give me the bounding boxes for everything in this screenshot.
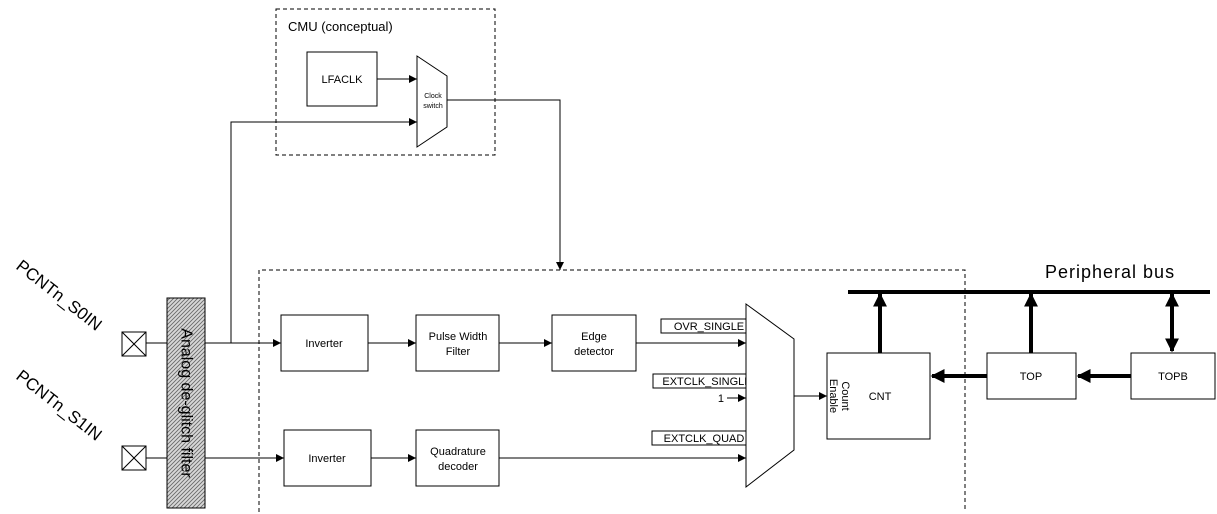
clock-switch-label-2: switch [423, 103, 443, 110]
inverter-top-label: Inverter [305, 338, 343, 350]
pin-s0-label: PCNTn_S0IN [13, 256, 106, 334]
pcnt-region [258, 269, 966, 512]
lfaclk-label: LFACLK [322, 74, 364, 86]
extclk-quad-label: EXTCLK_QUAD [664, 433, 745, 445]
cmu-title: CMU (conceptual) [288, 19, 393, 34]
pin-s1-label: PCNTn_S1IN [13, 366, 106, 444]
mux-input-extclk-single: EXTCLK_SINGLE [652, 373, 762, 389]
deglitch-filter: Analog de-glitch filter [166, 297, 206, 509]
pin-s0: PCNTn_S0IN [13, 256, 147, 357]
count-enable-label-2: Enable [827, 379, 839, 413]
mux-input-extclk-quad: EXTCLK_QUAD [651, 430, 758, 446]
deglitch-filter-label: Analog de-glitch filter [178, 328, 195, 478]
pin-s1: PCNTn_S1IN [13, 366, 147, 471]
top-block: TOP [986, 352, 1077, 400]
clock-switch: Clock switch [416, 55, 448, 148]
quadrature-decoder-label-2: decoder [438, 461, 478, 473]
pulse-width-filter-label-1: Pulse Width [429, 331, 488, 343]
s0-to-clock-switch-wire [230, 118, 417, 343]
ovr-single-label: OVR_SINGLE [674, 321, 744, 333]
quadrature-decoder-block: Quadrature decoder [415, 429, 500, 487]
inverter-bottom-label: Inverter [308, 453, 346, 465]
clock-switch-label-1: Clock [424, 93, 442, 100]
const-one-label: 1 [718, 393, 724, 405]
edge-detector-label-1: Edge [581, 331, 607, 343]
extclk-single-label: EXTCLK_SINGLE [662, 376, 751, 388]
mode-mux [745, 303, 795, 489]
topb-label: TOPB [1158, 371, 1188, 383]
pulse-width-filter-label-2: Filter [446, 346, 471, 358]
cnt-block: CNT Count Enable [826, 352, 931, 440]
inverter-top-block: Inverter [280, 314, 369, 372]
topb-block: TOPB [1130, 352, 1216, 400]
quadrature-decoder-label-1: Quadrature [430, 446, 486, 458]
pulse-width-filter-block: Pulse Width Filter [415, 314, 500, 372]
peripheral-bus-label: Peripheral bus [1045, 262, 1175, 282]
lfaclk-block: LFACLK [306, 51, 378, 107]
cnt-label: CNT [869, 391, 892, 403]
clock-switch-output-wire [447, 99, 564, 270]
inverter-bottom-block: Inverter [283, 429, 372, 487]
cmu-region: CMU (conceptual) [275, 8, 496, 156]
top-label: TOP [1020, 371, 1042, 383]
edge-detector-block: Edge detector [551, 314, 637, 372]
mux-input-ovr-single: OVR_SINGLE [660, 318, 758, 334]
count-enable-label-1: Count [839, 381, 851, 410]
edge-detector-label-2: detector [574, 346, 614, 358]
